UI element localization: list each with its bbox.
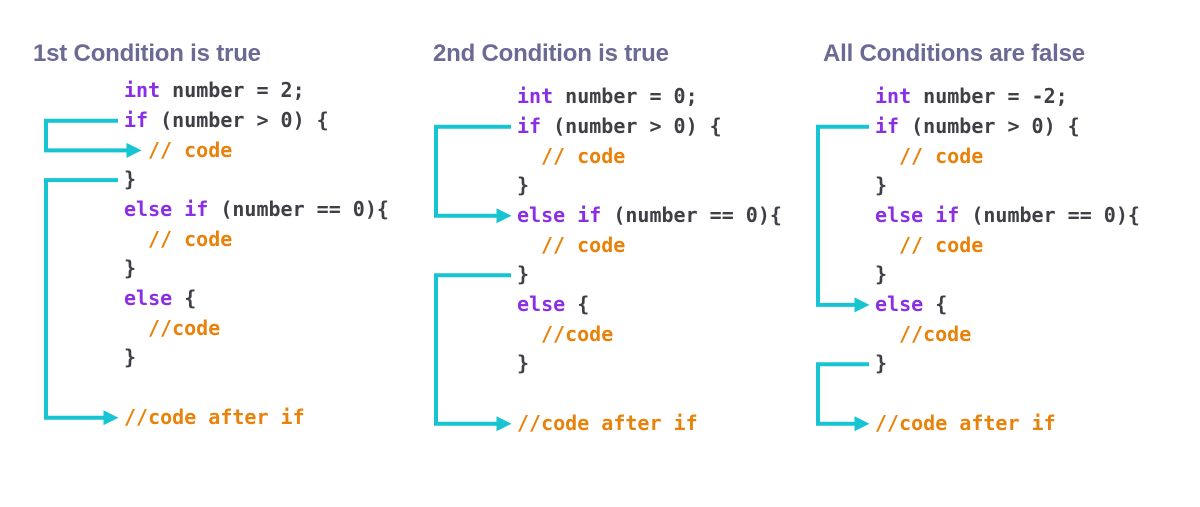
code-token-comment: // code — [541, 143, 626, 168]
code-line: else if (number == 0){ — [517, 201, 782, 231]
code-line: else if (number == 0){ — [124, 195, 389, 225]
code-token-comment: // code — [148, 137, 233, 162]
code-line: } — [875, 171, 1140, 201]
code-token-plain: (number == 0){ — [601, 202, 782, 227]
code-token-comment: //code after if — [124, 404, 305, 429]
code-block: int number = 2;if (number > 0) {// code}… — [124, 76, 389, 432]
code-token-comment: //code — [541, 321, 614, 346]
code-token-keyword: else — [517, 291, 566, 316]
code-token-plain: { — [172, 285, 197, 310]
code-line: //code after if — [875, 409, 1140, 439]
code-token-plain: } — [875, 173, 888, 198]
code-line: } — [124, 343, 389, 373]
code-line: } — [124, 165, 389, 195]
code-line: } — [517, 171, 782, 201]
code-line: if (number > 0) { — [517, 112, 782, 142]
code-line: //code — [517, 320, 782, 350]
flow-arrow — [434, 273, 512, 432]
code-token-keyword: int — [875, 84, 912, 109]
flow-arrow — [816, 362, 870, 432]
code-token-keyword: else — [124, 285, 173, 310]
flow-arrow — [44, 178, 119, 426]
code-token-plain: } — [124, 256, 137, 281]
code-block: int number = -2;if (number > 0) {// code… — [875, 82, 1140, 438]
code-line: int number = -2; — [875, 82, 1140, 112]
flow-arrow — [434, 124, 512, 224]
code-line: else { — [124, 284, 389, 314]
code-token-comment: //code — [148, 315, 221, 340]
panel-title: All Conditions are false — [823, 40, 1085, 67]
code-token-plain: number = -2; — [911, 84, 1068, 109]
panel-title: 2nd Condition is true — [433, 40, 669, 67]
code-token-comment: // code — [148, 226, 233, 251]
code-token-plain: (number > 0) { — [148, 107, 329, 132]
code-line: else { — [517, 290, 782, 320]
code-line: if (number > 0) { — [124, 106, 389, 136]
code-token-plain: { — [923, 291, 948, 316]
code-line: else { — [875, 290, 1140, 320]
code-token-keyword: if — [124, 107, 149, 132]
code-line: //code after if — [124, 403, 389, 433]
code-line — [124, 373, 389, 403]
code-block: int number = 0;if (number > 0) {// code}… — [517, 82, 782, 438]
code-line: } — [517, 349, 782, 379]
code-token-comment: //code — [899, 321, 972, 346]
code-token-keyword: else if — [124, 196, 209, 221]
code-line — [875, 379, 1140, 409]
code-line: // code — [124, 225, 389, 255]
code-token-plain: } — [124, 345, 137, 370]
code-token-plain: } — [517, 262, 530, 287]
code-token-keyword: int — [517, 84, 554, 109]
flow-arrow — [44, 118, 142, 158]
code-token-plain: (number > 0) { — [899, 113, 1080, 138]
code-token-keyword: int — [124, 78, 161, 103]
code-line: // code — [875, 142, 1140, 172]
flow-arrow — [816, 124, 870, 313]
code-line: // code — [875, 231, 1140, 261]
code-token-plain: (number == 0){ — [208, 196, 389, 221]
code-line: // code — [517, 142, 782, 172]
code-token-plain: (number == 0){ — [959, 202, 1140, 227]
code-line: //code — [875, 320, 1140, 350]
code-token-plain: (number > 0) { — [541, 113, 722, 138]
code-token-keyword: else — [875, 291, 924, 316]
code-line: int number = 0; — [517, 82, 782, 112]
code-token-comment: // code — [899, 143, 984, 168]
code-line: //code — [124, 314, 389, 344]
code-line: else if (number == 0){ — [875, 201, 1140, 231]
code-line: // code — [124, 136, 389, 166]
code-line — [517, 379, 782, 409]
code-line: } — [124, 254, 389, 284]
code-token-plain: } — [875, 262, 888, 287]
code-line: // code — [517, 231, 782, 261]
code-line: } — [517, 260, 782, 290]
code-token-plain: } — [875, 351, 888, 376]
code-line: //code after if — [517, 409, 782, 439]
code-token-plain: } — [124, 167, 137, 192]
code-line: } — [875, 349, 1140, 379]
code-token-comment: // code — [541, 232, 626, 257]
code-token-plain: } — [517, 173, 530, 198]
panel-title: 1st Condition is true — [33, 40, 261, 67]
code-line: if (number > 0) { — [875, 112, 1140, 142]
code-token-comment: //code after if — [517, 410, 698, 435]
code-token-plain: number = 2; — [160, 78, 305, 103]
code-token-comment: // code — [899, 232, 984, 257]
code-token-plain: number = 0; — [553, 84, 698, 109]
code-token-keyword: if — [517, 113, 542, 138]
code-token-keyword: if — [875, 113, 900, 138]
code-token-keyword: else if — [517, 202, 602, 227]
code-line: } — [875, 260, 1140, 290]
code-token-plain: { — [565, 291, 590, 316]
code-token-comment: //code after if — [875, 410, 1056, 435]
code-token-plain: } — [517, 351, 530, 376]
code-line: int number = 2; — [124, 76, 389, 106]
code-token-keyword: else if — [875, 202, 960, 227]
